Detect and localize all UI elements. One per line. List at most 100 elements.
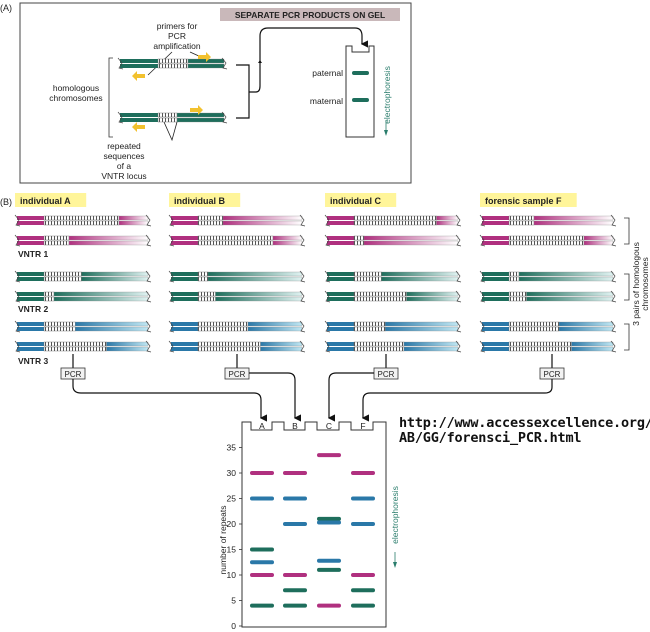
strand-right [68, 235, 149, 241]
strand-break-left [14, 270, 21, 283]
strand-break-right [145, 340, 152, 353]
strand-left [120, 113, 158, 117]
repeat-region [43, 276, 82, 282]
strand-break-left [117, 57, 124, 70]
strand-left [482, 221, 509, 225]
chromosome-vntr3 [479, 320, 617, 333]
y-tick-label: 25 [227, 494, 237, 504]
strand-break-left [14, 340, 21, 353]
source-url-line-2[interactable]: AB/GG/forensci_PCR.html [399, 430, 582, 446]
repeat-region [353, 296, 407, 302]
repeat-region [43, 341, 107, 347]
strand-right [518, 276, 614, 282]
pcr-arrow-b [249, 372, 301, 422]
repeat-region [353, 215, 437, 221]
strand-right [436, 215, 459, 221]
strand-left [327, 327, 354, 331]
strand-right [176, 117, 225, 123]
chromosome-vntr2 [168, 290, 306, 303]
strand-break-right [610, 234, 617, 247]
strand-left [327, 236, 354, 240]
strand-right [406, 291, 459, 297]
repeat-region [157, 112, 178, 118]
strand-left [171, 322, 198, 326]
gel-band [250, 471, 274, 475]
pcr-label: PCR [378, 370, 395, 379]
primers-label-2: PCR [168, 31, 186, 41]
strand-break-right [455, 214, 462, 227]
gel-band [317, 603, 341, 608]
strand-break-left [324, 270, 331, 283]
strand-break-left [479, 234, 486, 247]
primer-arrow-icon [190, 105, 203, 115]
electrophoresis-arrowhead [384, 130, 388, 136]
strand-left [171, 327, 198, 331]
pairs-label: 3 pairs of homologous chromosomes [631, 242, 650, 326]
chromosome-vntr3 [14, 340, 152, 353]
gel-band [250, 573, 274, 577]
repeat-region [197, 220, 224, 226]
strand-right [81, 271, 149, 277]
strand-left [482, 342, 509, 346]
chromosome-vntr1 [14, 214, 152, 227]
homologous-bracket [108, 57, 113, 138]
strand-break-right [299, 320, 306, 333]
chromosome-vntr3 [168, 320, 306, 333]
strand-right [260, 341, 303, 347]
chromosome-vntr2 [14, 290, 152, 303]
repeat-region [43, 326, 76, 332]
locus-label-vntr2: VNTR 2 [18, 304, 49, 314]
strand-break-left [324, 234, 331, 247]
strand-left [171, 216, 198, 220]
strand-right [222, 220, 303, 226]
strand-break-left [324, 320, 331, 333]
chromosome-vntr3 [168, 340, 306, 353]
strand-left [482, 297, 509, 301]
chromosome-vntr1 [14, 234, 152, 247]
gel-band [351, 588, 375, 593]
repeat-region [353, 326, 386, 332]
strand-break-left [117, 111, 124, 124]
strand-right [247, 326, 303, 332]
maternal-band [352, 98, 369, 102]
panel-a-label: (A) [0, 3, 12, 13]
gel-y-axis-label: number of repeats [218, 506, 228, 575]
maternal-label: maternal [310, 96, 343, 106]
strand-break-left [479, 270, 486, 283]
repeat-region [508, 276, 520, 282]
strand-right [106, 346, 149, 352]
strand-left [120, 118, 158, 122]
chromosome-vntr2 [14, 270, 152, 283]
small-gel-electrophoresis-label: electrophoresis [382, 66, 392, 124]
homologous-label-1: homologous [53, 83, 99, 93]
primer-pointer [147, 51, 173, 76]
repeats-label-1: repeated [107, 141, 141, 151]
source-url-line-1[interactable]: http://www.accessexcellence.org/ [399, 415, 650, 431]
source-url[interactable]: http://www.accessexcellence.org/ AB/GG/f… [399, 416, 650, 446]
strand-left [17, 221, 44, 225]
panel-a: (A) SEPARATE PCR PRODUCTS ON GEL primers… [0, 2, 412, 184]
individual-highlight [325, 193, 397, 207]
gel-band [283, 496, 307, 501]
repeats-label-4: VNTR locus [101, 171, 146, 181]
gel-band [351, 573, 375, 577]
repeat-region [43, 220, 120, 226]
strand-right [215, 291, 303, 297]
gel-band [351, 471, 375, 475]
strand-left [17, 236, 44, 240]
strand-right [187, 63, 225, 69]
repeat-region [43, 291, 55, 297]
strand-break-right [299, 234, 306, 247]
chromosome-vntr3 [479, 340, 617, 353]
gel-band [283, 603, 307, 608]
repeat-region [43, 346, 107, 352]
strand-break-right [455, 340, 462, 353]
repeat-region [353, 321, 386, 327]
primers-label-3: amplification [153, 41, 201, 51]
strand-right [68, 240, 149, 246]
pairs-brackets [624, 217, 630, 351]
strand-left [327, 272, 354, 276]
